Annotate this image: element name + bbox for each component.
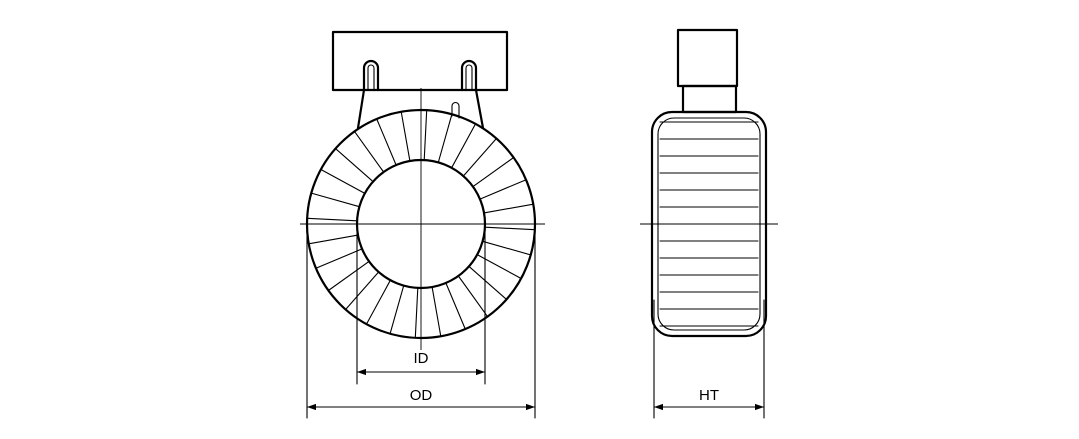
side-view <box>640 28 778 338</box>
wire-loop-left-inner <box>367 64 375 91</box>
wire-loop-right-inner <box>465 64 473 91</box>
winding-line <box>482 240 532 256</box>
winding-line <box>389 285 405 335</box>
winding-line <box>462 137 497 177</box>
winding-line <box>468 265 508 300</box>
winding-line <box>306 217 358 222</box>
id-label: ID <box>414 350 429 367</box>
winding-line <box>451 123 477 169</box>
header-leg-right <box>474 88 485 130</box>
od-dimension: OD <box>306 227 536 419</box>
winding-line <box>457 275 489 318</box>
ht-dimension: HT <box>653 299 765 419</box>
winding-line <box>476 254 522 280</box>
winding-line <box>308 234 359 245</box>
winding-line <box>423 109 428 161</box>
id-dimension: ID <box>356 227 486 385</box>
mounting-header <box>331 30 509 92</box>
wire-loop-right <box>460 59 478 92</box>
winding-line <box>437 113 453 163</box>
wire-loop-left <box>362 59 380 92</box>
winding-line <box>479 179 527 200</box>
wire-lead <box>451 101 460 119</box>
winding-line <box>431 286 442 337</box>
winding-line <box>334 148 374 183</box>
side-winding-lines <box>659 121 759 327</box>
winding-line <box>310 192 360 208</box>
side-stem <box>681 84 738 114</box>
winding-line <box>315 248 363 269</box>
winding-line <box>400 111 411 162</box>
front-view <box>300 30 545 350</box>
winding-line <box>472 156 515 188</box>
side-header <box>676 28 739 88</box>
winding-line <box>483 203 534 214</box>
winding-lines <box>306 109 536 339</box>
winding-line <box>345 271 380 311</box>
winding-line <box>320 168 366 194</box>
ht-label: HT <box>699 387 719 404</box>
winding-line <box>327 260 370 292</box>
winding-line <box>376 118 397 166</box>
od-label: OD <box>410 387 433 404</box>
winding-line <box>484 226 536 231</box>
winding-line <box>365 279 391 325</box>
winding-line <box>353 130 385 173</box>
winding-line <box>414 287 419 339</box>
header-leg-left <box>356 88 366 130</box>
winding-line <box>445 282 466 330</box>
